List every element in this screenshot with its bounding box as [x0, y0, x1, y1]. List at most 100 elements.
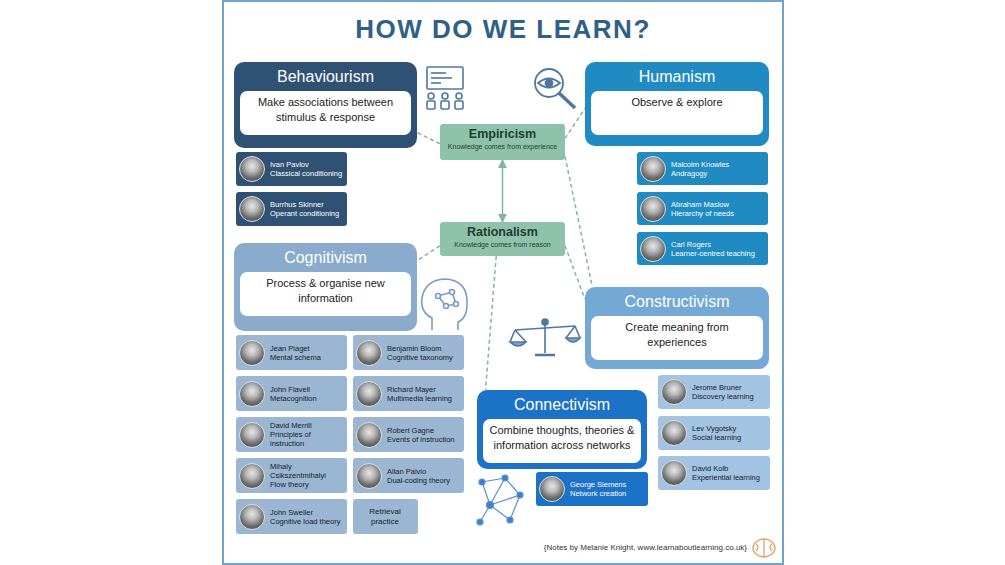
- theorist-card: Carl RogersLearner-centred teaching: [637, 232, 768, 265]
- portrait-photo: [239, 340, 265, 366]
- node-text: Experiential learning: [692, 473, 766, 482]
- node-heading: Jean Piaget: [270, 344, 343, 353]
- node-heading: Constructivism: [591, 292, 763, 311]
- network-icon: [477, 475, 523, 525]
- node-text: Classical conditioning: [270, 169, 343, 178]
- node-text: Mental schema: [270, 353, 343, 362]
- theorist-card: Robert GagneEvents of instruction: [353, 417, 464, 452]
- portrait-photo: [640, 156, 666, 182]
- node-heading: Process & organise new information: [244, 276, 407, 306]
- description-box: Combine thoughts, theories & information…: [483, 419, 641, 463]
- card-text: David MerrillPrinciples of instruction: [270, 421, 343, 448]
- theorist-card: Mihaly CsikszentmihalyiFlow theory: [236, 458, 347, 493]
- node-heading: Retrieval practice: [356, 507, 414, 527]
- node-text: Hierarchy of needs: [671, 209, 764, 218]
- card-text: Retrieval practice: [356, 507, 414, 527]
- node-heading: Lev Vygotsky: [692, 424, 766, 433]
- node-text: Knowledge comes from experience: [443, 142, 562, 151]
- brain-icon: [753, 539, 775, 557]
- node-text: Social learning: [692, 433, 766, 442]
- node-text: Cognitive load theory: [270, 517, 343, 526]
- node-text: Principles of instruction: [270, 430, 343, 448]
- node-heading: Mihaly Csikszentmihalyi: [270, 462, 343, 480]
- node-text: Knowledge comes from reason: [443, 240, 562, 249]
- credit-note: {Notes by Melanie Knight, www.learnabout…: [544, 543, 747, 552]
- theory-box: RationalismKnowledge comes from reason: [440, 222, 565, 256]
- card-text: Malcolm KnowlesAndragogy: [671, 160, 764, 178]
- node-heading: Create meaning from experiences: [595, 320, 759, 350]
- theorist-card: Jean PiagetMental schema: [236, 335, 347, 370]
- node-heading: Abraham Maslow: [671, 200, 764, 209]
- head-network-icon: [422, 279, 467, 330]
- eye-magnifier-icon: [535, 69, 575, 108]
- node-heading: Robert Gagne: [387, 426, 460, 435]
- theorist-card: Ivan PavlovClassical conditioning: [236, 152, 347, 186]
- portrait-photo: [239, 196, 265, 222]
- node-heading: Combine thoughts, theories & information…: [487, 423, 637, 453]
- node-text: Metacognition: [270, 394, 343, 403]
- portrait-photo: [661, 420, 687, 446]
- connector: [486, 256, 497, 390]
- node-text: Discovery learning: [692, 392, 766, 401]
- card-text: Ivan PavlovClassical conditioning: [270, 160, 343, 178]
- card-text: Mihaly CsikszentmihalyiFlow theory: [270, 462, 343, 489]
- node-text: Network creation: [570, 489, 644, 498]
- node-text: Cognitive taxonomy: [387, 353, 460, 362]
- portrait-photo: [239, 156, 265, 182]
- portrait-photo: [640, 236, 666, 262]
- node-text: Operant conditioning: [270, 209, 343, 218]
- node-text: Learner-centred teaching: [671, 249, 764, 258]
- connector: [417, 133, 440, 144]
- card-text: David KolbExperiential learning: [692, 464, 766, 482]
- connector: [502, 160, 504, 222]
- node-heading: Allan Paivio: [387, 467, 460, 476]
- portrait-photo: [661, 379, 687, 405]
- connector: [565, 108, 585, 138]
- connector: [565, 246, 585, 299]
- theorist-card: Burrhus SkinnerOperant conditioning: [236, 192, 347, 226]
- node-heading: David Merrill: [270, 421, 343, 430]
- theorist-card: John FlavellMetacognition: [236, 376, 347, 411]
- portrait-photo: [239, 463, 265, 489]
- description-box: Make associations between stimulus & res…: [240, 91, 411, 135]
- card-text: Benjamin BloomCognitive taxonomy: [387, 344, 460, 362]
- diagram-title: HOW DO WE LEARN?: [222, 14, 784, 45]
- concept-box: ConstructivismCreate meaning from experi…: [585, 287, 769, 369]
- node-heading: Carl Rogers: [671, 240, 764, 249]
- theorist-card: Richard MayerMultimedia learning: [353, 376, 464, 411]
- description-box: Process & organise new information: [240, 272, 411, 316]
- node-heading: Rationalism: [443, 225, 562, 240]
- presentation-icon: [427, 67, 463, 109]
- node-heading: Connectivism: [483, 395, 641, 414]
- portrait-photo: [239, 381, 265, 407]
- portrait-photo: [356, 340, 382, 366]
- card-text: Richard MayerMultimedia learning: [387, 385, 460, 403]
- card-text: George SiemensNetwork creation: [570, 480, 644, 498]
- node-heading: Humanism: [591, 67, 763, 86]
- theorist-card: John SwellerCognitive load theory: [236, 499, 347, 534]
- connector: [565, 156, 592, 287]
- card-text: John FlavellMetacognition: [270, 385, 343, 403]
- card-text: Lev VygotskySocial learning: [692, 424, 766, 442]
- node-heading: Observe & explore: [595, 95, 759, 110]
- theorist-card: Retrieval practice: [353, 499, 418, 534]
- concept-box: ConnectivismCombine thoughts, theories &…: [477, 390, 647, 469]
- portrait-photo: [539, 476, 565, 502]
- node-text: Dual-coding theory: [387, 476, 460, 485]
- theory-box: EmpiricismKnowledge comes from experienc…: [440, 124, 565, 160]
- portrait-photo: [239, 504, 265, 530]
- portrait-photo: [640, 196, 666, 222]
- node-heading: Ivan Pavlov: [270, 160, 343, 169]
- node-heading: John Sweller: [270, 508, 343, 517]
- card-text: Abraham MaslowHierarchy of needs: [671, 200, 764, 218]
- portrait-photo: [356, 463, 382, 489]
- node-heading: Jerome Bruner: [692, 383, 766, 392]
- node-heading: David Kolb: [692, 464, 766, 473]
- node-heading: Malcolm Knowles: [671, 160, 764, 169]
- node-heading: Behaviourism: [240, 67, 411, 86]
- portrait-photo: [239, 422, 265, 448]
- node-heading: Cognitivism: [240, 248, 411, 267]
- theorist-card: Allan PaivioDual-coding theory: [353, 458, 464, 493]
